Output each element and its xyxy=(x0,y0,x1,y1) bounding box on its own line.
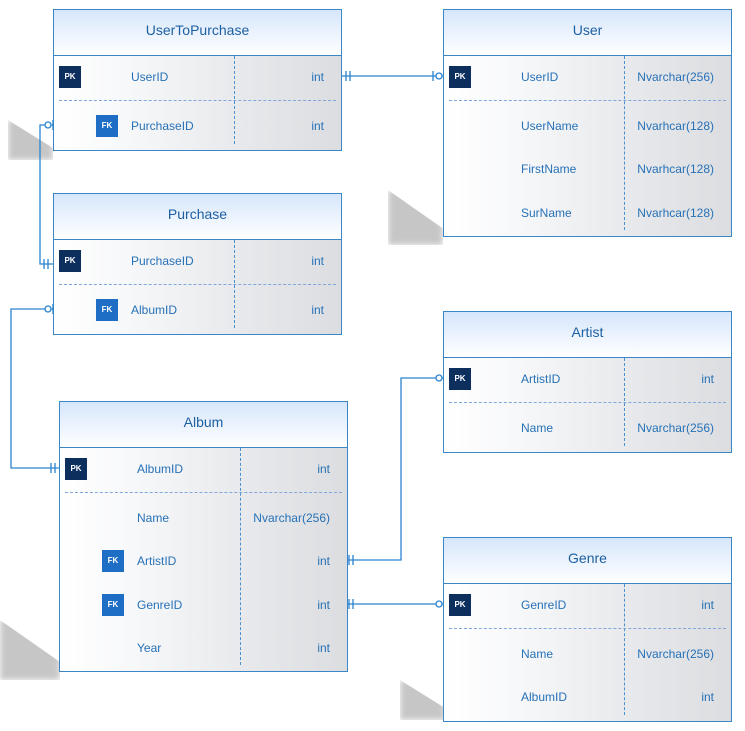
entity-purchase[interactable]: Purchase PK PurchaseID int FK AlbumID in… xyxy=(53,193,342,335)
entity-row[interactable]: PK UserID int xyxy=(54,62,341,92)
field-name: FirstName xyxy=(521,162,577,176)
key-divider xyxy=(449,402,726,403)
entity-user[interactable]: User PK UserID Nvarchar(256) UserName Nv… xyxy=(443,9,732,237)
field-type: int xyxy=(701,690,714,704)
field-type: Nvarhcar(128) xyxy=(637,206,714,220)
entity-row[interactable]: FK ArtistID int xyxy=(60,546,347,576)
field-type: int xyxy=(311,70,324,84)
field-name: AlbumID xyxy=(137,462,184,476)
entity-row[interactable]: FK GenreID int xyxy=(60,590,347,620)
connector-purchase-id[interactable] xyxy=(39,120,54,269)
field-type: Nvarhcar(128) xyxy=(637,119,714,133)
primary-key-badge: PK xyxy=(449,368,471,390)
key-divider xyxy=(65,492,342,493)
foreign-key-badge: FK xyxy=(102,550,124,572)
primary-key-badge: PK xyxy=(65,458,87,480)
entity-row[interactable]: Name Nvarchar(256) xyxy=(444,413,731,443)
entity-row[interactable]: Name Nvarchar(256) xyxy=(60,503,347,533)
key-divider xyxy=(59,284,336,285)
field-type: int xyxy=(311,303,324,317)
entity-row[interactable]: AlbumID int xyxy=(444,682,731,712)
connector-album-id[interactable] xyxy=(10,304,59,473)
foreign-key-badge: FK xyxy=(96,115,118,137)
field-name: Name xyxy=(137,511,170,525)
entity-row[interactable]: PK ArtistID int xyxy=(444,364,731,394)
entity-row[interactable]: FirstName Nvarhcar(128) xyxy=(444,154,731,184)
key-divider xyxy=(449,100,726,101)
field-type: int xyxy=(317,462,330,476)
field-name: PurchaseID xyxy=(131,254,194,268)
entity-title: Album xyxy=(60,402,347,448)
connector-artist-id[interactable] xyxy=(348,374,443,565)
entity-title: Genre xyxy=(444,538,731,584)
field-type: int xyxy=(701,598,714,612)
field-type: Nvarhcar(128) xyxy=(637,162,714,176)
field-type: int xyxy=(317,554,330,568)
entity-title: UserToPurchase xyxy=(54,10,341,56)
entity-artist[interactable]: Artist PK ArtistID int Name Nvarchar(256… xyxy=(443,311,732,453)
field-type: Nvarchar(256) xyxy=(253,511,330,525)
field-name: GenreID xyxy=(137,598,183,612)
entity-genre[interactable]: Genre PK GenreID int Name Nvarchar(256) … xyxy=(443,537,732,722)
column-divider xyxy=(624,56,625,230)
primary-key-badge: PK xyxy=(449,594,471,616)
field-type: int xyxy=(311,254,324,268)
field-type: int xyxy=(317,641,330,655)
connector-user-id[interactable] xyxy=(342,71,443,81)
field-name: AlbumID xyxy=(131,303,178,317)
field-name: PurchaseID xyxy=(131,119,194,133)
field-name: UserName xyxy=(521,119,579,133)
entity-user-to-purchase[interactable]: UserToPurchase PK UserID int FK Purchase… xyxy=(53,9,342,151)
entity-row[interactable]: UserName Nvarhcar(128) xyxy=(444,111,731,141)
field-name: GenreID xyxy=(521,598,567,612)
key-divider xyxy=(449,628,726,629)
entity-row[interactable]: PK AlbumID int xyxy=(60,454,347,484)
primary-key-badge: PK xyxy=(59,66,81,88)
field-name: AlbumID xyxy=(521,690,568,704)
entity-row[interactable]: PK PurchaseID int xyxy=(54,246,341,276)
entity-row[interactable]: FK AlbumID int xyxy=(54,295,341,325)
entity-row[interactable]: PK GenreID int xyxy=(444,590,731,620)
foreign-key-badge: FK xyxy=(102,594,124,616)
connector-genre-id[interactable] xyxy=(348,599,443,609)
field-type: Nvarchar(256) xyxy=(637,70,714,84)
field-type: Nvarchar(256) xyxy=(637,647,714,661)
primary-key-badge: PK xyxy=(449,66,471,88)
field-name: Name xyxy=(521,421,554,435)
field-name: Name xyxy=(521,647,554,661)
field-name: ArtistID xyxy=(521,372,561,386)
entity-row[interactable]: Name Nvarchar(256) xyxy=(444,639,731,669)
entity-title: Purchase xyxy=(54,194,341,240)
field-name: UserID xyxy=(521,70,559,84)
column-divider xyxy=(240,448,241,665)
entity-row[interactable]: FK PurchaseID int xyxy=(54,111,341,141)
entity-row[interactable]: Year int xyxy=(60,633,347,663)
field-type: Nvarchar(256) xyxy=(637,421,714,435)
field-name: SurName xyxy=(521,206,572,220)
field-name: ArtistID xyxy=(137,554,177,568)
entity-row[interactable]: PK UserID Nvarchar(256) xyxy=(444,62,731,92)
field-name: UserID xyxy=(131,70,169,84)
primary-key-badge: PK xyxy=(59,250,81,272)
entity-album[interactable]: Album PK AlbumID int Name Nvarchar(256) … xyxy=(59,401,348,672)
field-type: int xyxy=(317,598,330,612)
foreign-key-badge: FK xyxy=(96,299,118,321)
field-type: int xyxy=(311,119,324,133)
field-type: int xyxy=(701,372,714,386)
entity-title: Artist xyxy=(444,312,731,358)
entity-title: User xyxy=(444,10,731,56)
field-name: Year xyxy=(137,641,162,655)
entity-row[interactable]: SurName Nvarhcar(128) xyxy=(444,198,731,228)
column-divider xyxy=(624,584,625,715)
key-divider xyxy=(59,100,336,101)
